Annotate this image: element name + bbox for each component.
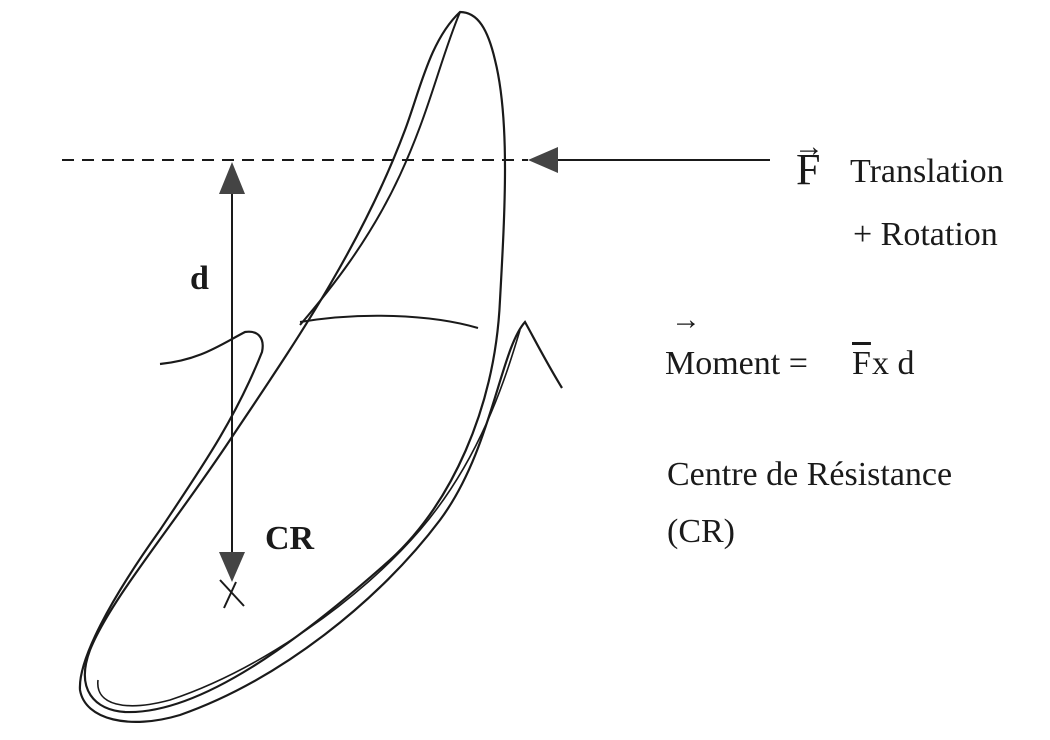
tooth-outline bbox=[83, 10, 507, 714]
distance-label: d bbox=[190, 260, 209, 297]
distance-arrowhead-bottom bbox=[219, 552, 245, 582]
distance-arrowhead-top bbox=[219, 162, 245, 194]
centre-resistance-line1: Centre de Résistance bbox=[667, 456, 953, 493]
cr-marker-label: CR bbox=[265, 520, 315, 557]
moment-formula: → Moment = F x d bbox=[665, 305, 985, 385]
moment-suffix: x d bbox=[872, 345, 915, 382]
periodontal-line bbox=[97, 329, 521, 707]
centre-resistance-line2: (CR) bbox=[667, 513, 735, 550]
vector-arrow-icon: → bbox=[671, 303, 701, 336]
rotation-label: + Rotation bbox=[853, 216, 998, 253]
force-vector-label: → F bbox=[790, 132, 830, 192]
force-arrowhead bbox=[528, 147, 558, 173]
moment-force-symbol: F bbox=[852, 345, 871, 382]
alveolar-bone-outline bbox=[78, 320, 563, 723]
force-symbol: F bbox=[796, 145, 821, 194]
centre-of-resistance-cross bbox=[219, 579, 245, 609]
tooth-inner-line bbox=[299, 11, 461, 326]
translation-label: Translation bbox=[850, 153, 1004, 190]
cej-line bbox=[299, 314, 479, 329]
vector-arrow-icon: → bbox=[794, 130, 824, 163]
moment-prefix: Moment = bbox=[665, 345, 808, 382]
